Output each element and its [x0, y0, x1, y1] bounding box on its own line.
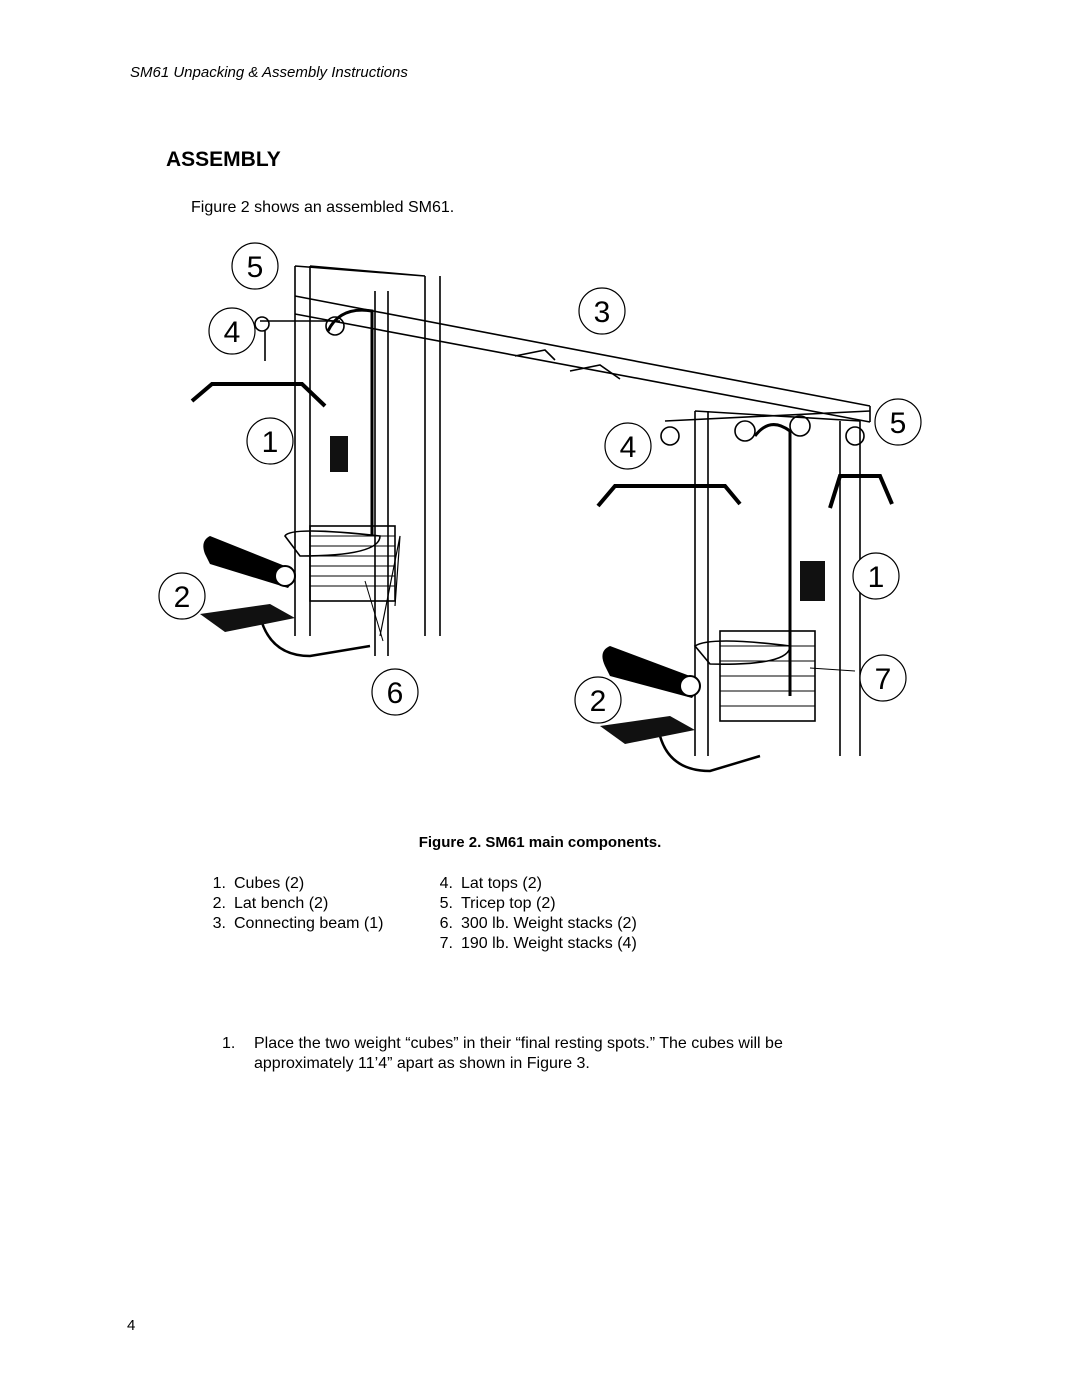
callout-5-right: 5 [890, 407, 907, 440]
right-lat-bench [600, 561, 825, 744]
left-weight-stack [309, 525, 396, 602]
list-item-number: 6. [439, 915, 453, 932]
step-number: 1. [222, 1035, 236, 1052]
list-item-number: 2. [212, 895, 226, 912]
list-item-label: Lat bench (2) [234, 895, 329, 912]
beam-handles [514, 349, 621, 380]
right-curved-post [753, 423, 792, 696]
page-number: 4 [127, 1317, 136, 1334]
list-item-number: 3. [212, 915, 226, 932]
callout-3: 3 [594, 296, 611, 329]
list-item: 5. Tricep top (2) [423, 894, 637, 914]
list-item-label: Lat tops (2) [461, 875, 542, 892]
right-lat-top [664, 410, 871, 422]
callout-6: 6 [387, 677, 404, 710]
assembly-step: 1. Place the two weight “cubes” in their… [222, 1034, 862, 1074]
right-lat-bar [596, 484, 742, 508]
list-item: 2. Lat bench (2) [196, 894, 383, 914]
left-curved-post [326, 308, 374, 536]
list-item-label: 190 lb. Weight stacks (4) [461, 935, 637, 952]
right-base [658, 735, 761, 773]
list-item-label: Tricep top (2) [461, 895, 556, 912]
left-lat-bar [190, 382, 327, 408]
list-item: 3. Connecting beam (1) [196, 914, 384, 934]
callout-group: 5 4 3 1 4 5 1 2 6 2 7 [158, 242, 922, 724]
list-item-label: 300 lb. Weight stacks (2) [461, 915, 637, 932]
list-item-number: 5. [439, 895, 453, 912]
list-item-number: 7. [439, 935, 453, 952]
left-pulley [254, 316, 270, 332]
callout-2-right: 2 [590, 685, 607, 718]
callout-1-left: 1 [262, 426, 279, 459]
list-item-number: 1. [212, 875, 226, 892]
left-lat-bench [200, 436, 348, 632]
list-item: 7. 190 lb. Weight stacks (4) [423, 934, 637, 954]
list-item: 6. 300 lb. Weight stacks (2) [423, 914, 637, 934]
callout-1-right: 1 [868, 561, 885, 594]
list-item-label: Connecting beam (1) [234, 915, 384, 932]
callout-4-right: 4 [620, 431, 637, 464]
left-seat-frame [284, 530, 381, 557]
figure-caption: Figure 2. SM61 main components. [418, 834, 662, 851]
tricep-bar [828, 474, 894, 509]
parts-list-right: 4. Lat tops (2) 5. Tricep top (2) 6. 300… [423, 874, 637, 954]
callout-4-left: 4 [224, 316, 241, 349]
list-item-label: Cubes (2) [234, 875, 305, 892]
callout-2-left: 2 [174, 581, 191, 614]
left-base [258, 615, 371, 658]
left-cube-frame [294, 265, 441, 636]
list-item: 1. Cubes (2) [196, 874, 383, 894]
left-pulley-2 [325, 316, 345, 336]
list-item-number: 4. [439, 875, 453, 892]
section-heading: ASSEMBLY [166, 148, 281, 171]
callout-5-top-left: 5 [247, 251, 264, 284]
running-header: SM61 Unpacking & Assembly Instructions [130, 64, 408, 81]
step-text: Place the two weight “cubes” in their “f… [254, 1035, 783, 1072]
callout-7: 7 [875, 663, 892, 696]
intro-paragraph: Figure 2 shows an assembled SM61. [191, 199, 455, 216]
parts-list-left: 1. Cubes (2) 2. Lat bench (2) 3. Connect… [196, 874, 384, 934]
right-seat-frame [693, 640, 791, 665]
sm61-figure: 5 4 3 1 4 5 1 2 6 2 7 [150, 236, 930, 796]
sm61-line-drawing: 5 4 3 1 4 5 1 2 6 2 7 [158, 242, 922, 773]
list-item: 4. Lat tops (2) [423, 874, 637, 894]
